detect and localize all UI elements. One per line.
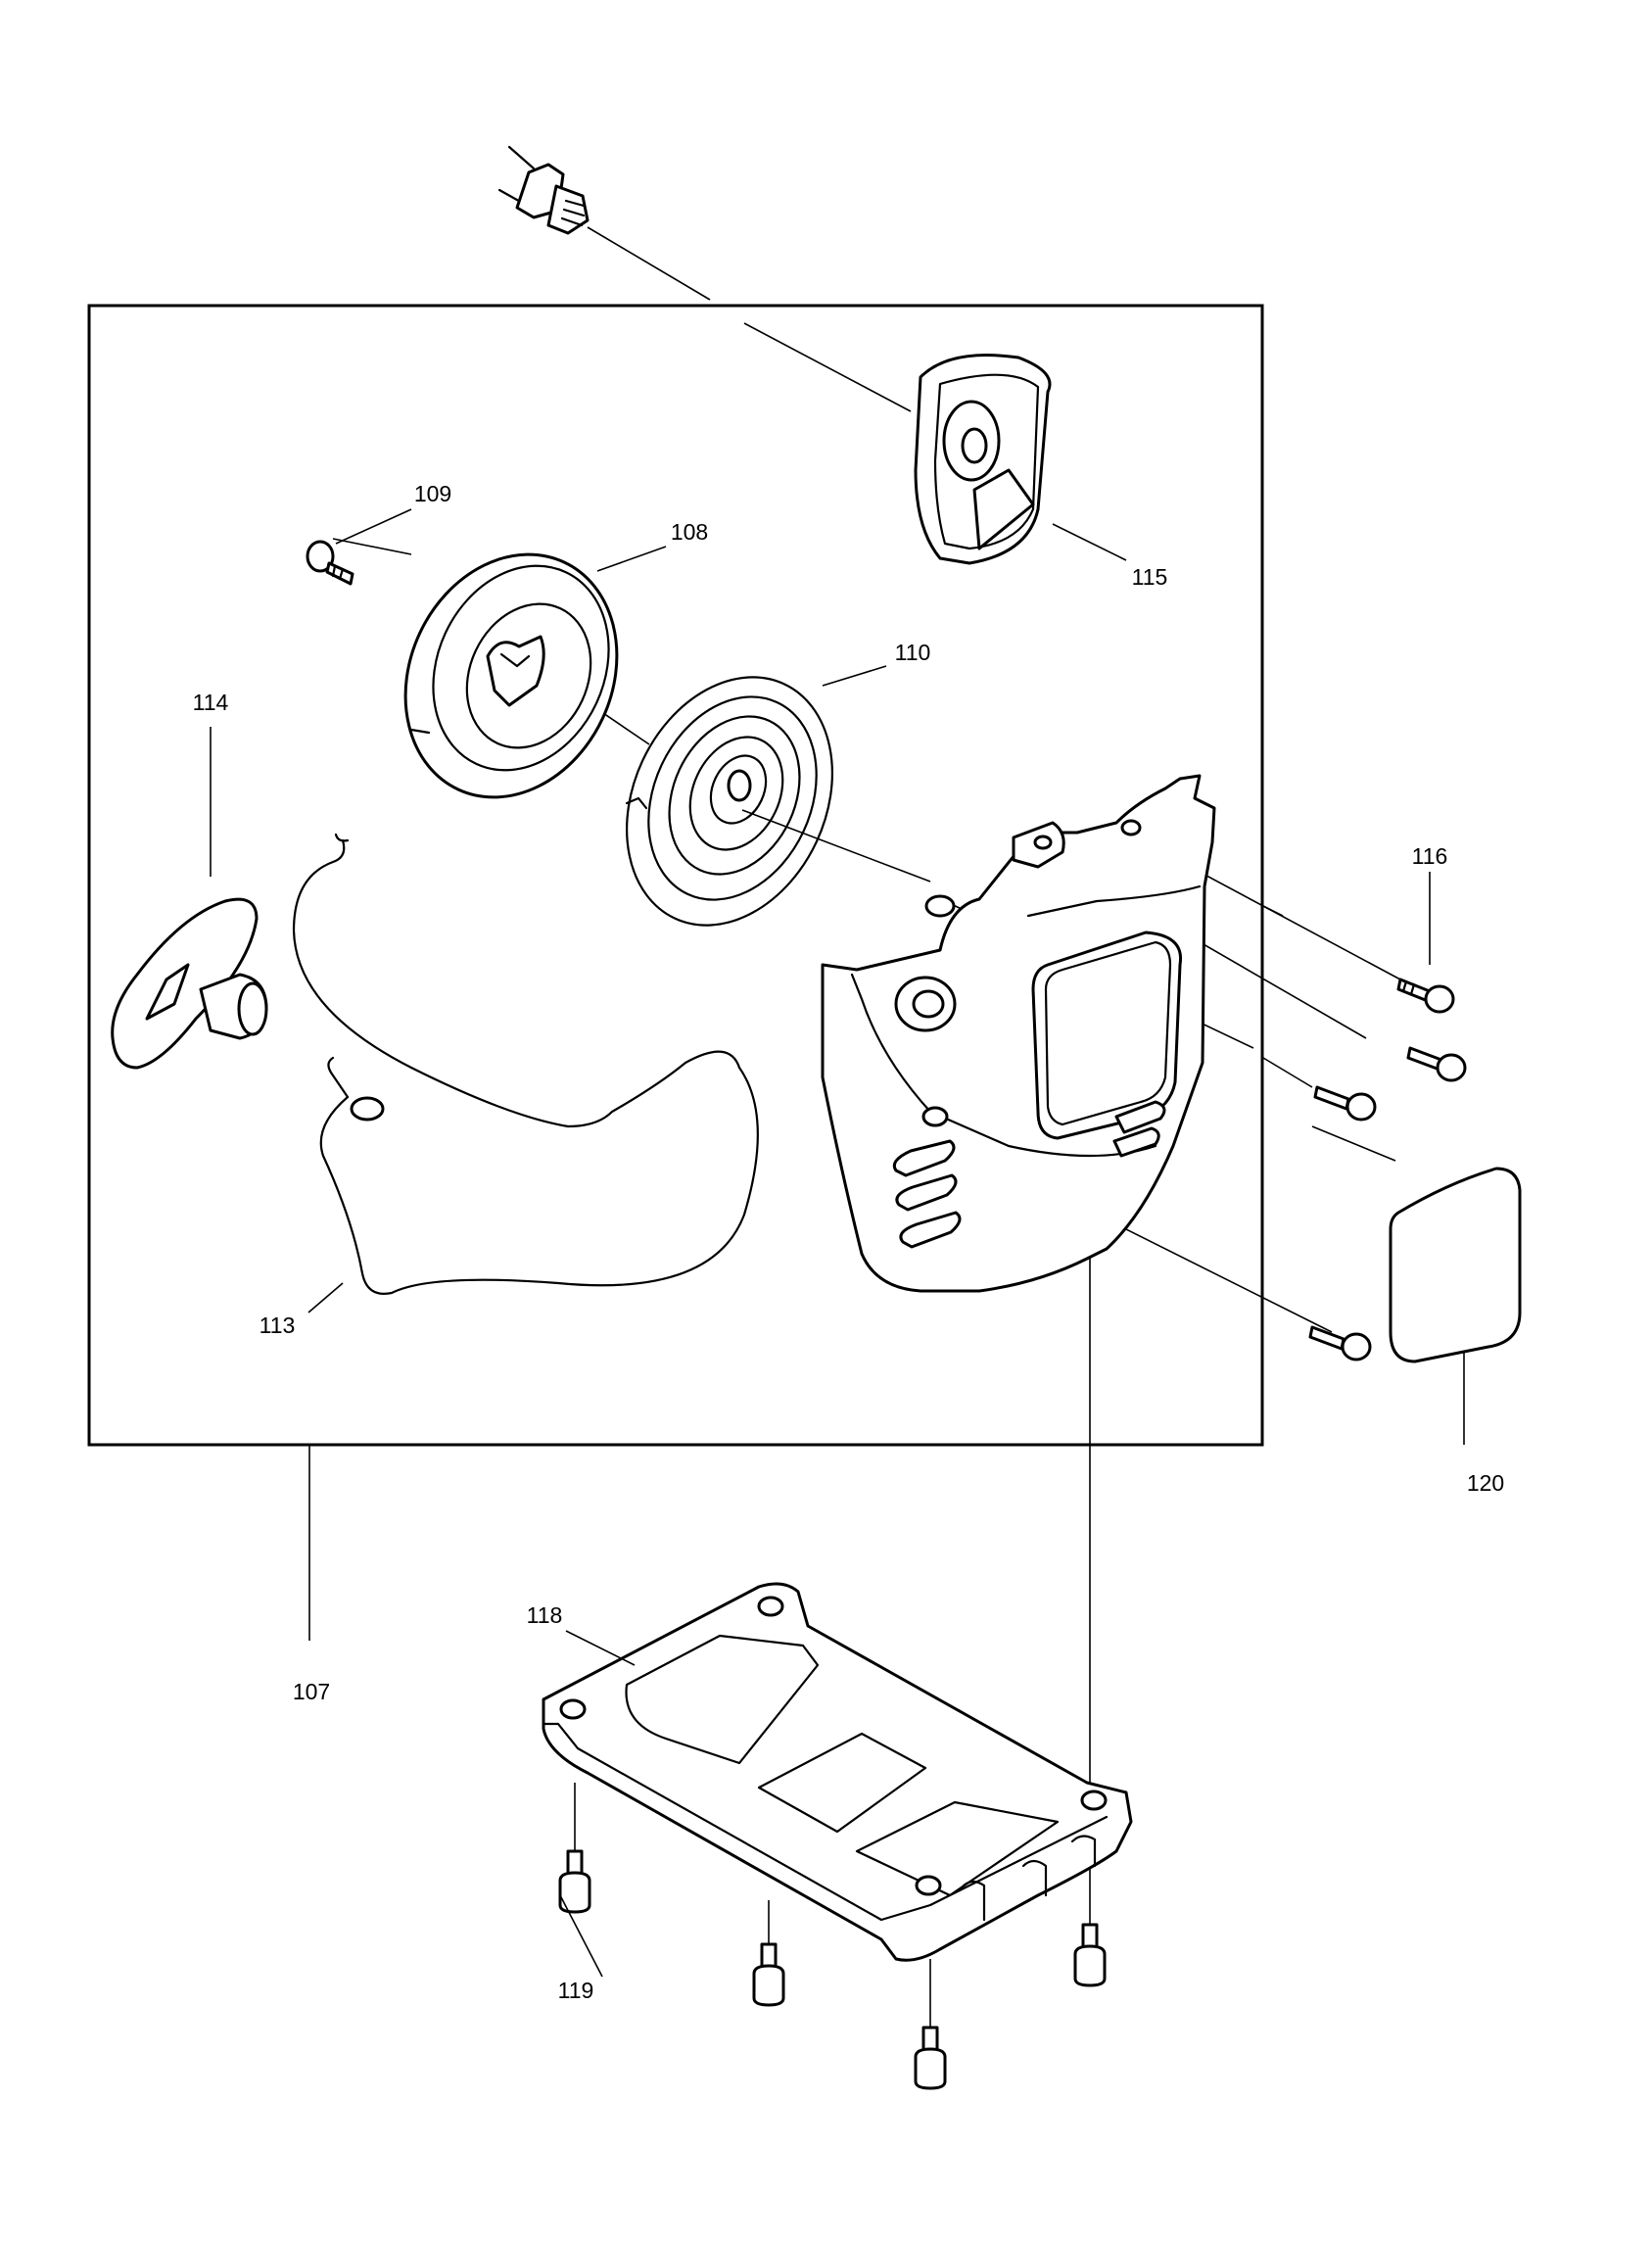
label-leaders bbox=[210, 508, 1431, 1978]
housing-screw-right bbox=[1406, 1046, 1467, 1082]
label-118: 118 bbox=[527, 1602, 563, 1628]
base-screw-right bbox=[1073, 1923, 1107, 1987]
label-116: 116 bbox=[1412, 843, 1448, 869]
label-109: 109 bbox=[414, 481, 451, 506]
assembly-frame-107 bbox=[87, 304, 1264, 1447]
label-113: 113 bbox=[260, 1313, 296, 1338]
label-120: 120 bbox=[1467, 1470, 1504, 1496]
base-screw-center bbox=[914, 2026, 947, 2090]
part-116-screw bbox=[1396, 978, 1455, 1014]
part-110-spiral-spring bbox=[625, 676, 833, 927]
part-113-rope bbox=[292, 833, 759, 1295]
part-120-plate bbox=[1389, 1167, 1522, 1363]
part-109-screw bbox=[306, 540, 354, 586]
part-108-pulley bbox=[403, 552, 619, 799]
label-119: 119 bbox=[558, 1978, 594, 2003]
label-115: 115 bbox=[1132, 564, 1168, 590]
label-114: 114 bbox=[193, 690, 229, 715]
label-107: 107 bbox=[293, 1679, 330, 1704]
housing-screw-lower bbox=[1308, 1325, 1372, 1361]
label-108: 108 bbox=[671, 519, 708, 545]
housing-screw-middle bbox=[1313, 1085, 1377, 1122]
part-118-base bbox=[542, 1582, 1133, 1962]
crankshaft-stub bbox=[497, 145, 590, 235]
label-110: 110 bbox=[895, 640, 931, 665]
part-115-cover bbox=[914, 354, 1052, 565]
starter-housing bbox=[821, 774, 1216, 1293]
base-screw-left bbox=[752, 1942, 785, 2007]
part-114-handle bbox=[111, 897, 268, 1070]
part-119-screw bbox=[558, 1849, 591, 1914]
